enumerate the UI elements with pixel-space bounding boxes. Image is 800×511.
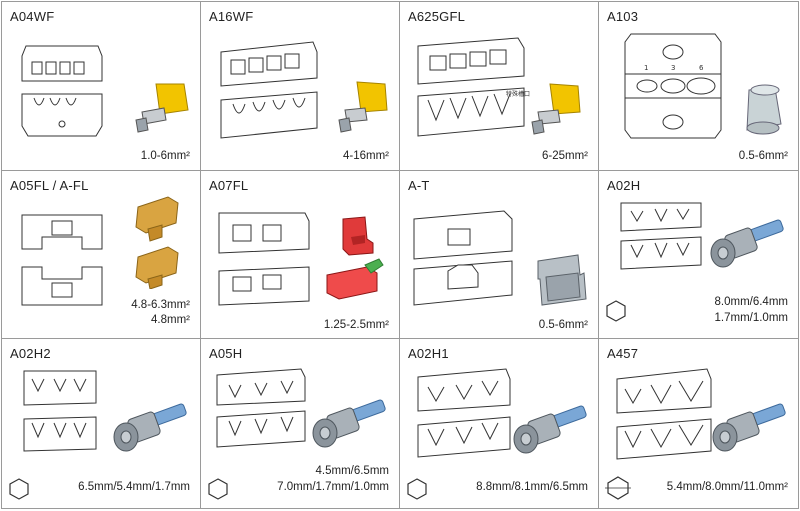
die-cell-a05h: A05H 4.5mm/6.5mm 7.0mm/1.7mm/1.0mm xyxy=(201,339,400,508)
die-drawing xyxy=(417,368,511,458)
svg-text:6: 6 xyxy=(699,64,704,72)
die-code: A-T xyxy=(408,177,430,193)
svg-text:特殊槽口: 特殊槽口 xyxy=(506,90,530,98)
die-drawing xyxy=(216,368,306,448)
spec-label: 7.0mm/1.7mm/1.0mm xyxy=(277,481,389,494)
die-code: A103 xyxy=(607,9,639,24)
ferrule-icon xyxy=(135,83,189,133)
die-code: A02H2 xyxy=(10,346,51,362)
die-drawing xyxy=(21,214,103,306)
spec-label: 5.4mm/8.0mm/11.0mm² xyxy=(666,481,788,494)
die-cell-a02h2: A02H2 6.5mm/5.4mm/1.7mm xyxy=(2,339,201,508)
spec-label: 1.25-2.5mm² xyxy=(323,318,389,331)
end-cap-icon xyxy=(746,84,782,135)
die-code: A07FL xyxy=(209,177,249,193)
spec-label: 0.5-6mm² xyxy=(538,318,588,331)
bnc-connector-icon xyxy=(113,403,187,452)
die-code: A04WF xyxy=(10,9,55,24)
spec-label: 4.5mm/6.5mm xyxy=(315,465,390,478)
ferrule-icon xyxy=(338,81,388,133)
spec-label: 1.7mm/1.0mm xyxy=(714,311,789,324)
bnc-connector-icon xyxy=(712,403,786,452)
hexagon-icon xyxy=(605,476,631,501)
die-cell-a103: A103 1 3 6 0.5-6mm² xyxy=(599,2,798,171)
ferrule-icon xyxy=(531,83,581,135)
die-code: A05H xyxy=(209,346,243,362)
spec-label: 0.5-6mm² xyxy=(738,150,788,162)
die-drawing xyxy=(620,202,702,270)
hexagon-icon xyxy=(606,299,626,322)
die-drawing: 1 3 6 xyxy=(624,33,722,139)
die-cell-a02h1: A02H1 8.8mm/8.1mm/6.5mm xyxy=(400,339,599,508)
bnc-connector-icon xyxy=(710,219,784,268)
bnc-connector-icon xyxy=(312,399,386,448)
svg-text:3: 3 xyxy=(671,64,675,72)
terminal-icon xyxy=(135,196,179,289)
hexagon-icon xyxy=(208,478,228,501)
svg-text:1: 1 xyxy=(644,64,648,72)
spec-label: 4-16mm² xyxy=(342,150,389,162)
spec-label: 4.8-6.3mm² xyxy=(131,298,190,311)
spec-label: 1.0-6mm² xyxy=(140,150,190,162)
die-cell-a457: A457 5.4mm/8.0mm/11.0mm² xyxy=(599,339,798,508)
die-cell-a04wf: A04WF 1.0-6mm² xyxy=(2,2,201,171)
die-cell-a02h: A02H 8.0mm/6.4mm 1.7mm/1.0mm xyxy=(599,171,798,340)
die-code: A457 xyxy=(607,346,639,362)
die-drawing xyxy=(218,212,310,306)
die-drawing xyxy=(413,210,513,306)
terminal-icon xyxy=(326,216,384,300)
spec-label: 8.0mm/6.4mm xyxy=(714,295,789,308)
spec-label: 6.5mm/5.4mm/1.7mm xyxy=(78,481,190,494)
spec-label: 8.8mm/8.1mm/6.5mm xyxy=(476,481,588,494)
die-cell-a07fl: A07FL 1.25-2.5mm² xyxy=(201,170,400,340)
hexagon-icon xyxy=(9,478,29,501)
die-drawing xyxy=(616,368,712,460)
tab-terminal-icon xyxy=(537,254,587,306)
die-drawing xyxy=(220,41,318,139)
die-drawing xyxy=(21,45,103,137)
die-drawing: 特殊槽口 xyxy=(417,37,530,137)
die-cell-a16wf: A16WF 4-16mm² xyxy=(201,2,400,171)
die-drawing xyxy=(23,370,97,452)
spec-label: 6-25mm² xyxy=(541,150,588,162)
spec-label: 4.8mm² xyxy=(151,313,190,326)
die-code: A02H1 xyxy=(408,346,449,362)
die-code: A16WF xyxy=(209,9,254,24)
die-cell-a-t: A-T 0.5-6mm² xyxy=(400,170,599,340)
bnc-connector-icon xyxy=(513,405,587,454)
die-code: A625GFL xyxy=(408,9,466,24)
die-cell-a625gfl: A625GFL 特殊槽口 6-25mm² xyxy=(400,2,599,171)
die-cell-a05fl: A05FL / A-FL 4.8-6.3mm² 4.8mm² xyxy=(2,170,201,340)
hexagon-icon xyxy=(407,478,427,501)
die-code: A02H xyxy=(607,177,641,193)
die-code: A05FL / A-FL xyxy=(10,177,89,193)
